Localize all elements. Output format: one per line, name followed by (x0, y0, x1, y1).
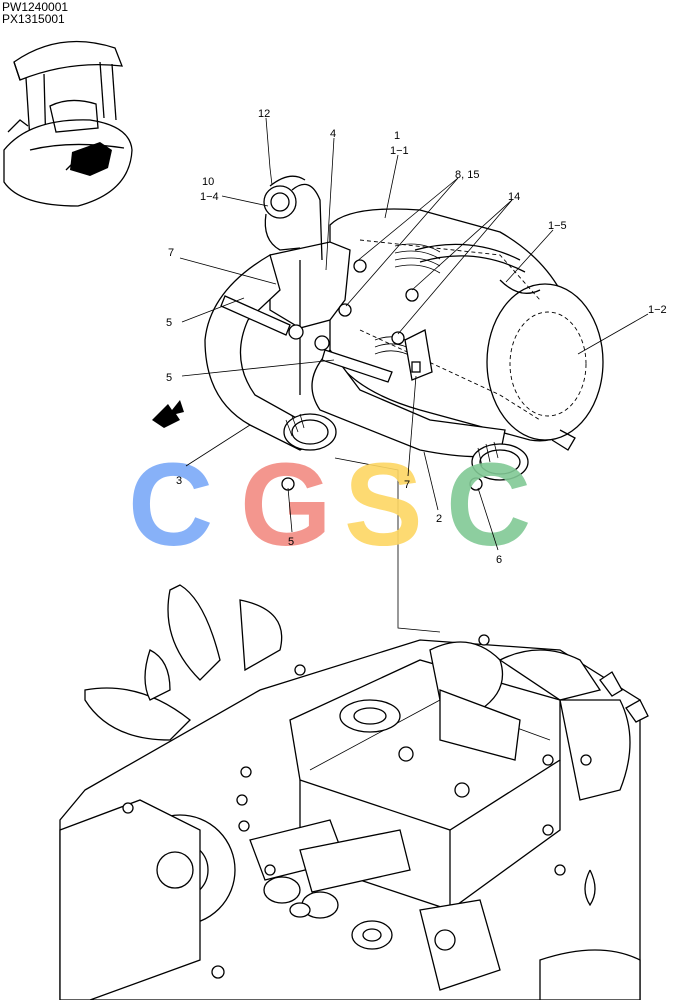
callout-7-top: 7 (168, 247, 174, 259)
callout-2: 2 (436, 513, 442, 525)
callout-8-15: 8, 15 (455, 169, 479, 181)
air-cleaner-assembly (263, 175, 604, 451)
watermark-letter-s: S (344, 439, 423, 571)
intake-hose (204, 254, 529, 491)
callout-10: 10 (202, 176, 214, 188)
callout-1: 1 (394, 130, 400, 142)
machine-thumbnail (3, 40, 133, 207)
leader-lines (179, 117, 649, 551)
callout-7-bottom: 7 (404, 479, 410, 491)
callout-1-1: 1−1 (390, 145, 409, 157)
watermark-letter-c2: C (446, 439, 531, 571)
callout-6: 6 (496, 554, 502, 566)
callout-5-middle: 5 (166, 372, 172, 384)
drawing-code-secondary: PX1315001 (2, 12, 65, 26)
callout-1-2: 1−2 (648, 304, 667, 316)
callout-4: 4 (330, 128, 336, 140)
callouts: 12 4 1 1−1 10 1−4 8, 15 14 1−5 7 1−2 5 5… (166, 108, 667, 566)
callout-5-upper: 5 (166, 317, 172, 329)
engine-assembly (59, 584, 649, 1000)
callout-12: 12 (258, 108, 270, 120)
connection-line (334, 457, 441, 633)
watermark-letter-c: C (128, 439, 213, 571)
direction-arrow-icon (152, 400, 184, 428)
callout-3: 3 (176, 475, 182, 487)
drawing-code-primary: PW1240001 (2, 0, 69, 14)
watermark-letter-g: G (240, 439, 332, 571)
watermark: C G S C (128, 439, 531, 571)
callout-14: 14 (508, 191, 520, 203)
callout-1-4: 1−4 (200, 191, 219, 203)
callout-5-lower: 5 (288, 536, 294, 548)
callout-1-5: 1−5 (548, 220, 567, 232)
